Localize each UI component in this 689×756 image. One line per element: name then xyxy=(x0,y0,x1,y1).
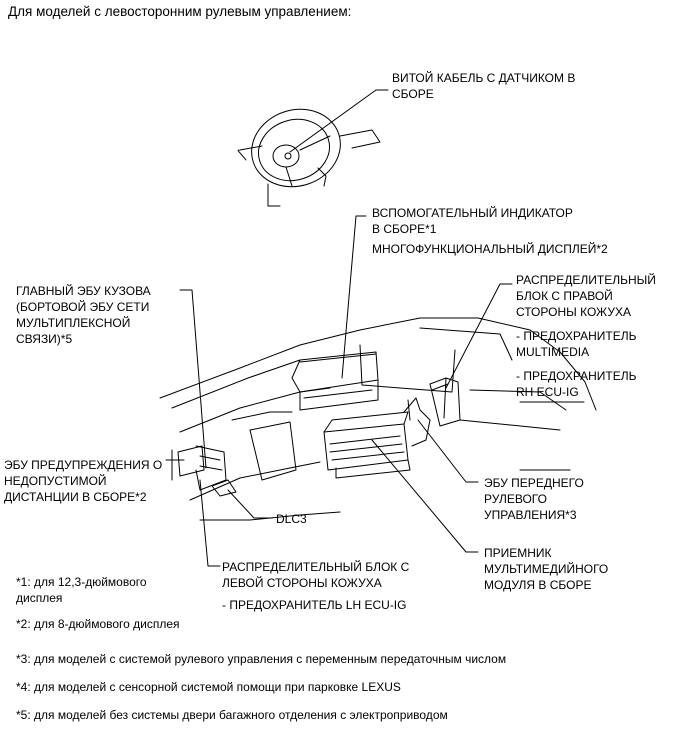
dashboard-drawing xyxy=(159,317,597,521)
footnote-1: *1: для 12,3-дюймового дисплея xyxy=(16,575,147,605)
label-right-junction: РАСПРЕДЕЛИТЕЛЬНЫЙ БЛОК С ПРАВОЙ СТОРОНЫ … xyxy=(516,273,656,399)
leader-lines xyxy=(165,89,513,567)
receiver-drawing xyxy=(323,397,431,479)
footnote-5: *5: для моделей без системы двери багажн… xyxy=(16,708,448,722)
footnote-4: *4: для моделей с сенсорной системой пом… xyxy=(16,680,401,694)
display-drawing xyxy=(291,351,379,411)
label-dlc3: DLC3 xyxy=(276,512,307,526)
left-ecu-drawing xyxy=(177,445,237,497)
right-junction-drawing xyxy=(429,377,461,427)
footnote-2: *2: для 8-дюймового дисплея xyxy=(16,617,180,631)
label-aux-indicator: ВСПОМОГАТЕЛЬНЫЙ ИНДИКАТОР В СБОРЕ*1 МНОГ… xyxy=(372,206,608,256)
steering-wheel-drawing xyxy=(237,108,381,207)
label-spiral-cable: ВИТОЙ КАБЕЛЬ С ДАТЧИКОМ В СБОРЕ xyxy=(392,71,576,101)
footnote-3: *3: для моделей с системой рулевого упра… xyxy=(16,652,507,666)
label-clearance-warning-ecu: ЭБУ ПРЕДУПРЕЖДЕНИЯ О НЕДОПУСТИМОЙ ДИСТАН… xyxy=(4,458,163,504)
label-left-junction: РАСПРЕДЕЛИТЕЛЬНЫЙ БЛОК С ЛЕВОЙ СТОРОНЫ К… xyxy=(222,560,410,612)
label-main-body-ecu: ГЛАВНЫЙ ЭБУ КУЗОВА (БОРТОВОЙ ЭБУ СЕТИ МУ… xyxy=(16,284,151,346)
label-front-steering-ecu: ЭБУ ПЕРЕДНЕГО РУЛЕВОГО УПРАВЛЕНИЯ*3 xyxy=(484,476,584,522)
label-multimedia-receiver: ПРИЕМНИК МУЛЬТИМЕДИЙНОГО МОДУЛЯ В СБОРЕ xyxy=(484,546,609,592)
page-title: Для моделей с левосторонним рулевым упра… xyxy=(8,4,352,19)
